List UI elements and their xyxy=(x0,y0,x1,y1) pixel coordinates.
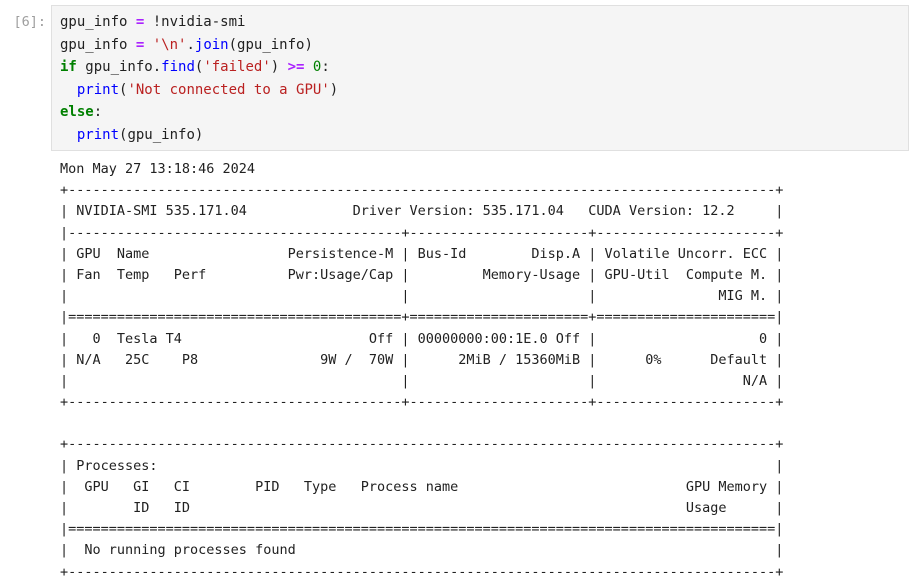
code-line: else: xyxy=(60,101,338,124)
output-line: | No running processes found | xyxy=(60,542,784,559)
output-line: |=======================================… xyxy=(60,309,784,326)
code-token xyxy=(60,82,77,98)
output-line: | Processes: | xyxy=(60,457,784,474)
code-token: print xyxy=(76,126,120,143)
code-token: gpu_info xyxy=(60,14,136,30)
output-line: | GPU GI CI PID Type Process name GPU Me… xyxy=(60,478,784,495)
code-token: 0 xyxy=(312,59,322,76)
output-line: | Fan Temp Perf Pwr:Usage/Cap | Memory-U… xyxy=(60,266,784,283)
output-line xyxy=(60,413,783,434)
code-token: find xyxy=(161,59,195,76)
code-line: gpu_info = !nvidia-smi xyxy=(60,11,338,34)
code-token: ) xyxy=(270,59,288,76)
code-token: '\n' xyxy=(152,36,187,53)
code-token: join xyxy=(194,36,229,53)
output-line: |---------------------------------------… xyxy=(60,224,784,241)
code-line: gpu_info = '\n'.join(gpu_info) xyxy=(60,34,338,57)
code-token: ( xyxy=(119,81,128,98)
code-line: print(gpu_info) xyxy=(60,124,338,147)
output-line: | ID ID Usage | xyxy=(60,500,784,516)
code-token: (gpu_info) xyxy=(119,126,204,143)
output-line: +---------------------------------------… xyxy=(60,563,784,580)
code-token: !nvidia-smi xyxy=(144,14,246,30)
code-token xyxy=(60,127,77,143)
output-line: |=======================================… xyxy=(60,521,784,538)
code-token xyxy=(144,37,152,53)
code-token: ) xyxy=(329,81,339,98)
code-line: print('Not connected to a GPU') xyxy=(60,79,338,102)
code-line: if gpu_info.find('failed') >= 0: xyxy=(60,56,338,79)
code-token: 'failed' xyxy=(203,59,271,76)
code-token: >= xyxy=(287,59,305,76)
cell-output: Mon May 27 13:18:46 2024 +---------------… xyxy=(60,159,783,583)
code-token: gpu_info xyxy=(60,36,136,53)
output-line: | NVIDIA-SMI 535.171.04 Driver Version: … xyxy=(60,203,784,220)
code-token: = xyxy=(135,14,145,30)
output-line: | | | N/A | xyxy=(60,372,784,389)
output-line: Mon May 27 13:18:46 2024 xyxy=(60,161,256,177)
code-token: 'Not connected to a GPU' xyxy=(127,81,330,98)
code-token: : xyxy=(93,104,103,121)
code-token: (gpu_info) xyxy=(228,36,313,53)
code-token: . xyxy=(186,36,195,53)
output-line: | | | MIG M. | xyxy=(60,288,784,305)
code-token: if xyxy=(60,59,77,76)
code-token: else xyxy=(60,104,94,121)
code-token: ( xyxy=(194,59,204,76)
code-token: gpu_info. xyxy=(76,59,162,76)
output-line: | N/A 25C P8 9W / 70W | 2MiB / 15360MiB … xyxy=(60,351,784,368)
code-token: = xyxy=(135,36,145,53)
output-line: | GPU Name Persistence-M | Bus-Id Disp.A… xyxy=(60,245,784,262)
code-token xyxy=(304,59,312,75)
code-token: print xyxy=(76,81,120,98)
execution-count-prompt: [6]: xyxy=(13,14,46,30)
output-line: +---------------------------------------… xyxy=(60,182,784,199)
output-line: +---------------------------------------… xyxy=(60,436,784,453)
output-line: | 0 Tesla T4 Off | 00000000:00:1E.0 Off … xyxy=(60,330,784,347)
code-token: : xyxy=(321,59,330,76)
output-line: +---------------------------------------… xyxy=(60,394,784,411)
